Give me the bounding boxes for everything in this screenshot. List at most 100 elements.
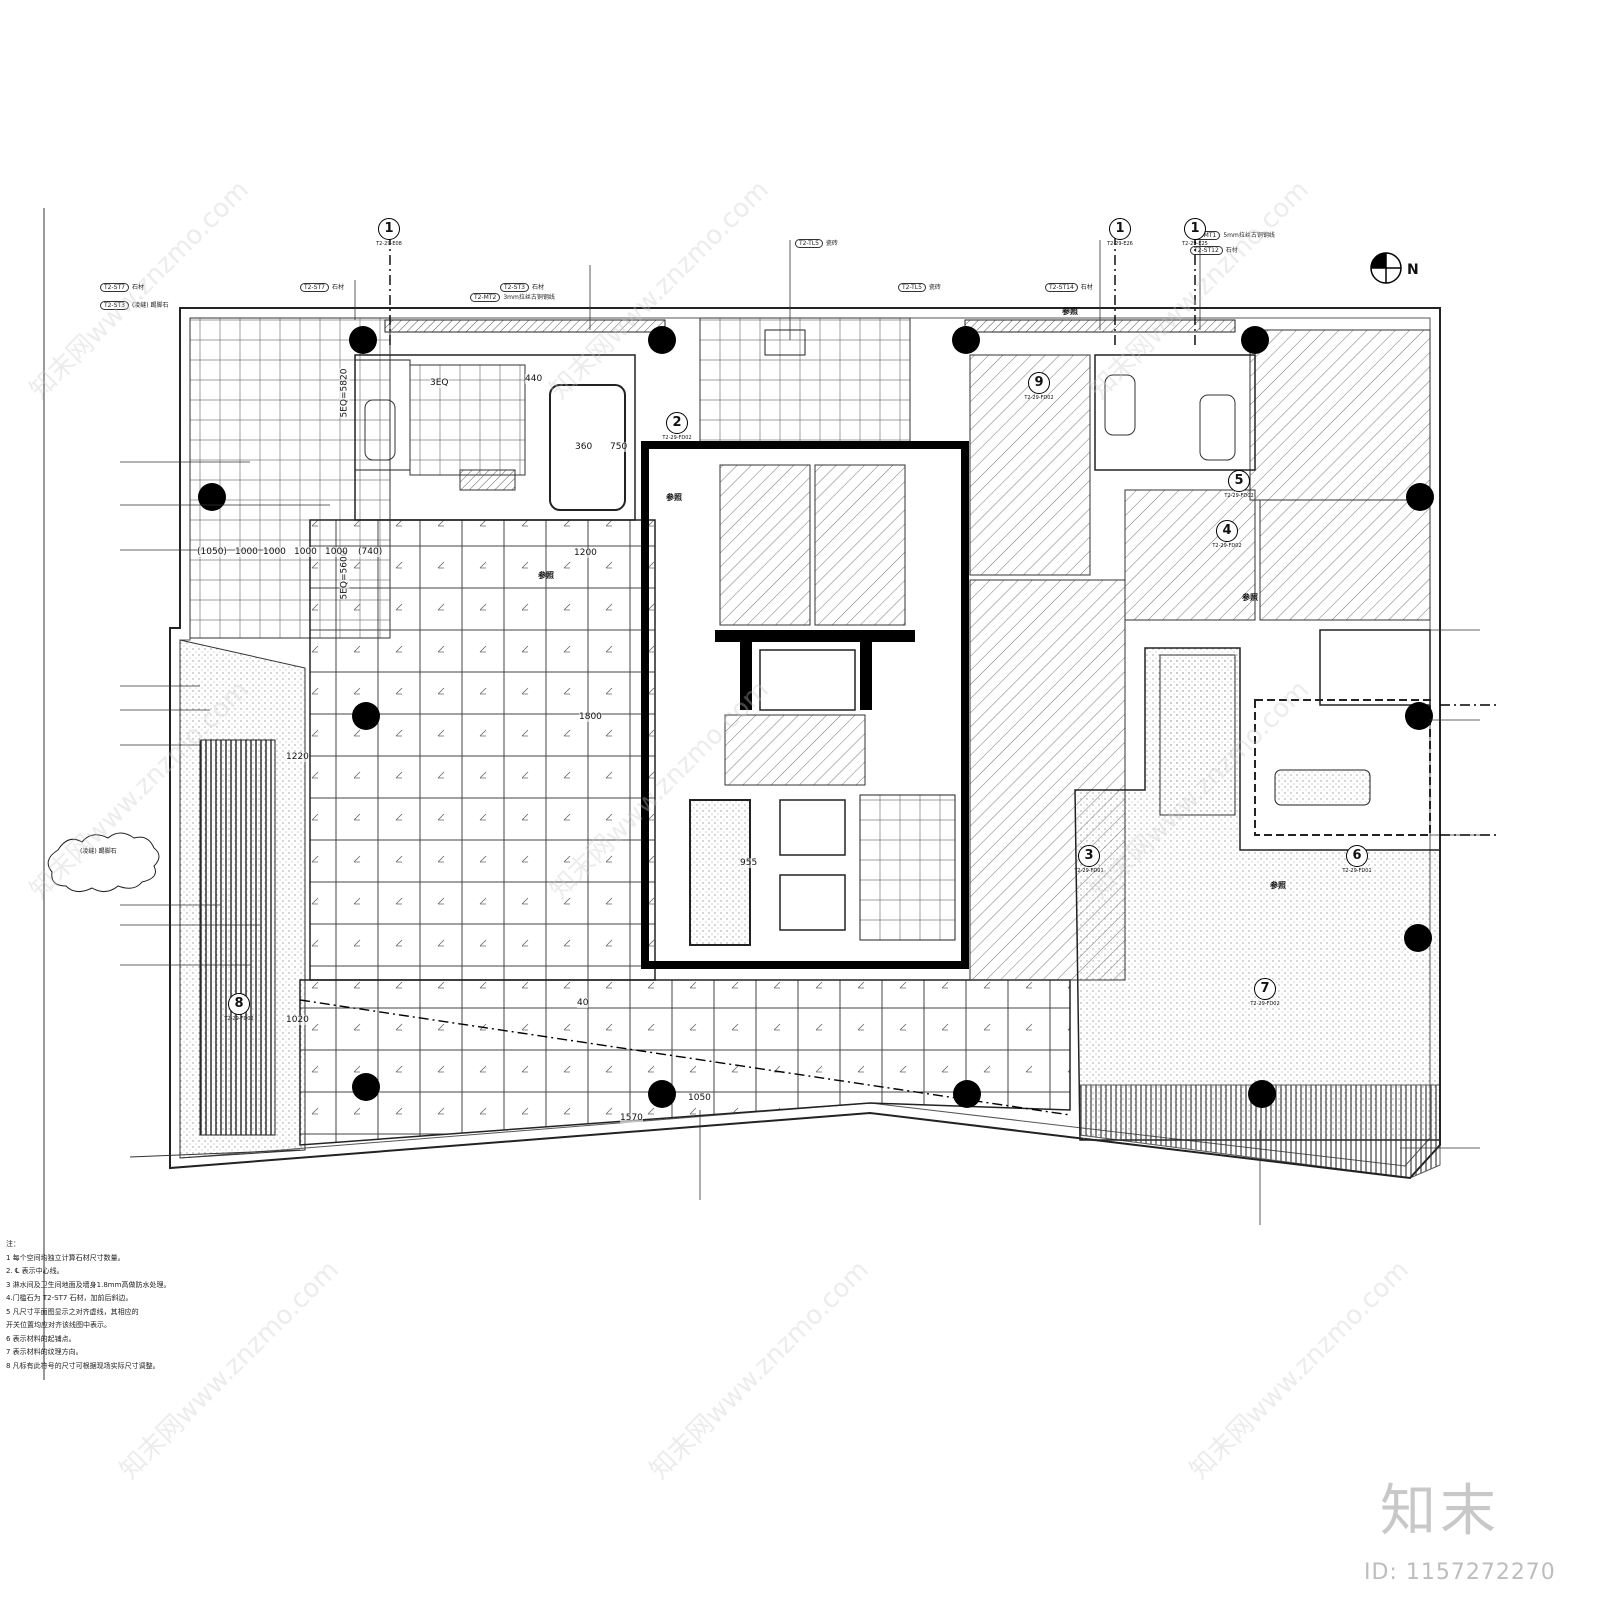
section-mark-number: 6 xyxy=(1346,845,1368,867)
section-mark-ref: T2-29-FD02 xyxy=(662,435,692,441)
north-arrow-icon xyxy=(1370,252,1402,284)
material-tag-ref: T2-ST12 xyxy=(1190,246,1223,255)
reference-note: 参照 xyxy=(538,571,554,580)
dimension-label: 1220 xyxy=(286,752,309,762)
cloud-callout-label: (凌缝) 踢脚石 xyxy=(80,848,117,855)
dimension-label: 440 xyxy=(525,374,543,384)
section-mark-number: 1 xyxy=(1184,218,1206,240)
section-mark-ref: T2-29-FD02 xyxy=(1224,493,1254,499)
note-item: 7 表示材料的纹理方向。 xyxy=(6,1348,83,1356)
note-item: 开关位置均应对齐该线图中表示。 xyxy=(6,1321,111,1329)
section-mark-number: 9 xyxy=(1028,372,1050,394)
dimension-label: (740) xyxy=(358,547,383,557)
material-tag-label: 石材 xyxy=(531,284,544,291)
north-label: N xyxy=(1407,262,1419,278)
dimension-label: 360 xyxy=(575,442,593,452)
section-mark-number: 8 xyxy=(228,993,250,1015)
dimension-label: 1800 xyxy=(579,712,602,722)
brand-logo: 知末 xyxy=(1380,1479,1500,1544)
material-tag-ref: T2-ST7 xyxy=(300,283,329,292)
material-tag-label: 瓷砖 xyxy=(825,240,838,247)
section-mark-number: 4 xyxy=(1216,520,1238,542)
material-tag-ref: T2-TL5 xyxy=(898,283,926,292)
note-item: 6 表示材料的起铺点。 xyxy=(6,1334,76,1343)
material-tag-label: 5mm拉丝古铜钢线 xyxy=(1223,232,1275,239)
dimension-label: 5EQ=5600 xyxy=(339,550,350,600)
reference-note: 参照 xyxy=(1062,307,1078,316)
notes-title: 注： xyxy=(6,1240,20,1248)
section-mark-ref: T2-29-FD02 xyxy=(1024,395,1054,401)
dimension-label: 3EQ xyxy=(430,378,449,388)
section-mark-number: 2 xyxy=(666,412,688,434)
dimension-label: (1050) xyxy=(197,547,227,557)
section-mark-ref: T2-29-FD01 xyxy=(1342,868,1372,874)
dimension-label: 1020 xyxy=(286,1015,309,1025)
reference-note: 参照 xyxy=(1270,881,1286,890)
note-item: 2. ℄ 表示中心线。 xyxy=(6,1267,64,1275)
material-tag-label: 石材 xyxy=(1080,284,1093,291)
dimension-label: 1050 xyxy=(688,1093,711,1103)
section-mark-ref: T2-29-E26 xyxy=(1107,241,1133,247)
section-mark-ref: T2-29-FD01 xyxy=(1074,868,1104,874)
section-mark-ref: T2-29-FD02 xyxy=(1212,543,1242,549)
material-tag-ref: T2-ST3 xyxy=(500,283,529,292)
reference-note: 参照 xyxy=(666,493,682,502)
drawing-notes: 注： 1 每个空间均独立计算石材尺寸数量。 2. ℄ 表示中心线。 3 淋水间及… xyxy=(6,1238,170,1373)
dimension-label: 1000 xyxy=(263,547,286,557)
dimension-label: 40 xyxy=(577,998,589,1008)
material-tag-label: 石材 xyxy=(1225,247,1238,254)
material-tag-label: (凌缝) 踢脚石 xyxy=(131,302,169,309)
section-mark-ref: T2-29-FD02 xyxy=(1250,1001,1280,1007)
section-mark-ref: T2-29-E25 xyxy=(1182,241,1208,247)
material-tag-label: 瓷砖 xyxy=(928,284,941,291)
material-tag-ref: T2-MT2 xyxy=(470,293,501,302)
material-tag-ref: T2-ST3 xyxy=(100,301,129,310)
note-item: 3 淋水间及卫生间地面及墙身1.8mm高做防水处理。 xyxy=(6,1280,171,1289)
note-item: 4.门槛石为 T2-ST7 石材，加前后斜边。 xyxy=(6,1294,133,1302)
section-mark-number: 1 xyxy=(1109,218,1131,240)
dimension-label: 1000 xyxy=(294,547,317,557)
section-mark-ref: T2-29-FD02 xyxy=(224,1016,254,1022)
dimension-label: 1000 xyxy=(235,547,258,557)
section-mark-number: 1 xyxy=(378,218,400,240)
note-item: 1 每个空间均独立计算石材尺寸数量。 xyxy=(6,1253,125,1262)
material-tag-ref: T2-ST7 xyxy=(100,283,129,292)
section-mark-number: 3 xyxy=(1078,845,1100,867)
reference-note: 参照 xyxy=(1242,593,1258,602)
dimension-label: 750 xyxy=(610,442,628,452)
image-id: ID: 1157272270 xyxy=(1364,1560,1556,1585)
note-item: 8 凡标有此符号的尺寸可根据现场实际尺寸调整。 xyxy=(6,1361,160,1370)
dimension-label: 1200 xyxy=(574,548,597,558)
material-tag-ref: T2-MT1 xyxy=(1190,231,1221,240)
section-mark-number: 5 xyxy=(1228,470,1250,492)
material-tag-ref: T2-TL5 xyxy=(795,239,823,248)
dimension-label: 955 xyxy=(740,858,758,868)
dimension-label: 5EQ=5820 xyxy=(339,368,350,418)
material-tag-label: 石材 xyxy=(331,284,344,291)
material-tag-label: 石材 xyxy=(131,284,144,291)
note-item: 5 凡尺寸平面图显示之对齐虚线，其相应的 xyxy=(6,1307,139,1316)
section-mark-ref: T2-29-E08 xyxy=(376,241,402,247)
material-tag-ref: T2-ST14 xyxy=(1045,283,1078,292)
